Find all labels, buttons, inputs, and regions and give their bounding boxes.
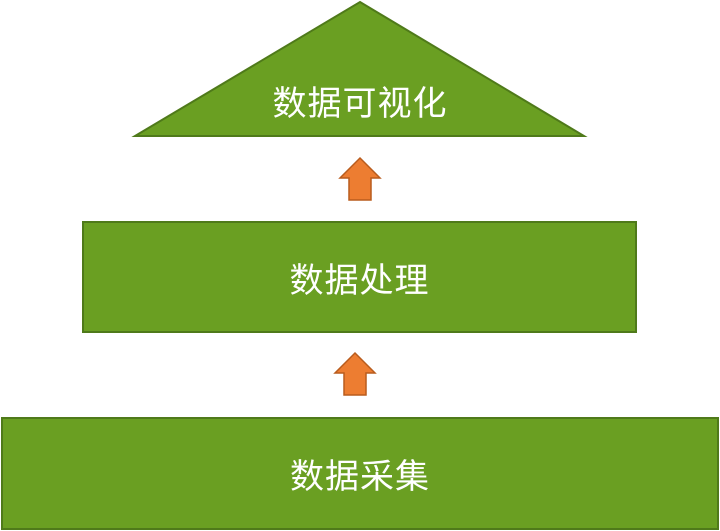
processing-label: 数据处理 xyxy=(289,260,430,301)
visualization-label: 数据可视化 xyxy=(272,84,448,124)
up-arrow-icon xyxy=(333,351,377,396)
collection-layer: 数据采集 xyxy=(1,417,719,530)
up-arrow-icon xyxy=(338,156,382,201)
collection-label: 数据采集 xyxy=(290,457,430,497)
visualization-triangle xyxy=(131,0,588,137)
processing-layer: 数据处理 xyxy=(82,221,637,333)
visualization-layer: 数据可视化 xyxy=(135,76,585,125)
